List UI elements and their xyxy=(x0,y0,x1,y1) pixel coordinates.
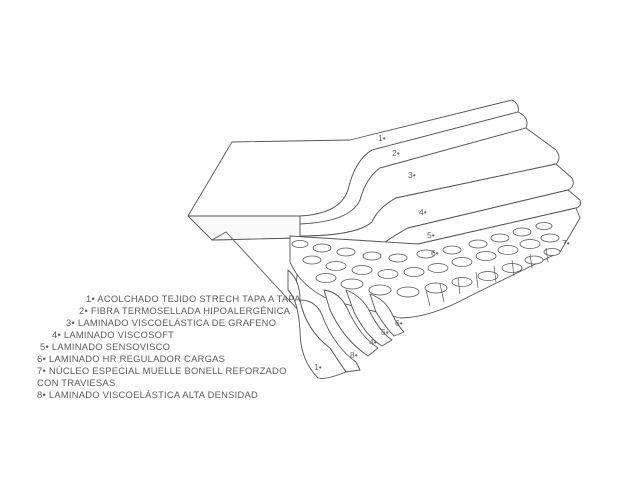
callout-top-5: 5• xyxy=(427,230,435,240)
cover-front-edge xyxy=(187,215,301,241)
callout-bottom-4: 4• xyxy=(369,337,377,347)
lower-layer-6 xyxy=(369,293,405,337)
callout-bottom-1: 1• xyxy=(314,362,322,372)
lower-cover-layer-1 xyxy=(287,269,347,379)
callout-top-7: 7• xyxy=(562,238,570,248)
callout-top-6: 6• xyxy=(431,248,439,258)
lower-layer-5 xyxy=(345,289,393,347)
callout-bottom-8: 8• xyxy=(350,350,358,360)
legend-item-5: 5• LAMINADO SENSOVISCO xyxy=(40,341,171,352)
lower-layer-8 xyxy=(299,299,361,373)
legend-item-4: 4• LAMINADO VISCOSOFT xyxy=(52,329,175,340)
lower-layer-4 xyxy=(323,289,379,357)
callout-top-2: 2• xyxy=(392,148,400,158)
legend-item-8: 8• LAMINADO VISCOELÁSTICA ALTA DENSIDAD xyxy=(37,389,259,400)
callout-top-3: 3• xyxy=(408,170,416,180)
legend-item-7-cont: CON TRAVIESAS xyxy=(37,377,116,388)
callout-bottom-6: 6• xyxy=(395,318,403,328)
legend-item-7: 7• NÚCLEO ESPECIAL MUELLE BONELL REFORZA… xyxy=(37,365,287,376)
callout-top-1: 1• xyxy=(378,133,386,143)
legend-item-3: 3• LAMINADO VISCOELÁSTICA DE GRAFENO xyxy=(66,317,277,328)
callout-bottom-5: 5• xyxy=(381,327,389,337)
spring-front-strokes xyxy=(425,247,549,307)
spring-coils xyxy=(291,222,561,298)
legend-item-1: 1• ACOLCHADO TEJIDO STRECH TAPA A TAPA xyxy=(86,293,301,304)
callout-top-4: 4• xyxy=(419,207,427,217)
legend-item-6: 6• LAMINADO HR REGULADOR CARGAS xyxy=(37,353,226,364)
legend-item-2: 2• FIBRA TERMOSELLADA HIPOALERGÉNICA xyxy=(79,305,291,316)
